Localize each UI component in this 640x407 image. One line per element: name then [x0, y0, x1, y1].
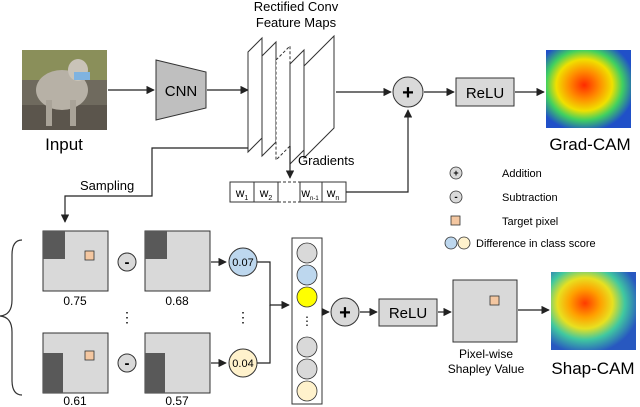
shap-cam-label: Shap-CAM — [551, 359, 634, 378]
legend-target-pixel-label: Target pixel — [502, 216, 558, 228]
sampling-label: Sampling — [80, 178, 134, 193]
relu-block-top — [455, 77, 515, 107]
score-column: ⋮ — [291, 237, 323, 405]
gradients-label: Gradients — [298, 153, 355, 168]
column-circle — [296, 358, 318, 380]
ellipsis-left: ⋮ — [120, 309, 134, 325]
legend-addition-symbol: + — [453, 168, 458, 178]
weight-2: w2 — [259, 186, 273, 202]
cnn-block — [155, 59, 207, 121]
row2-score: 0.04 — [232, 358, 253, 370]
relu-block-bottom — [378, 298, 438, 327]
sample-row2-with-pixel — [42, 332, 109, 394]
legend-subtraction-label: Subtraction — [502, 192, 558, 204]
weight-1: w1 — [235, 186, 249, 202]
legend-target-pixel-icon — [450, 215, 461, 226]
sample-row2-without-pixel — [144, 332, 211, 394]
arrow-score2-column — [257, 305, 271, 364]
subtraction-node-row1 — [117, 252, 137, 272]
ellipsis-right: ⋮ — [236, 309, 250, 325]
input-image — [22, 50, 107, 130]
feature-maps-stack — [247, 34, 335, 166]
pixel-wise-label-line1: Pixel-wise — [459, 347, 513, 361]
weight-n-1: wn-1 — [300, 186, 319, 202]
left-brace — [0, 239, 23, 396]
addition-symbol-bottom: + — [339, 302, 351, 324]
subtraction-symbol-row2: - — [125, 355, 130, 372]
legend-addition-icon — [449, 166, 463, 180]
row1-score: 0.07 — [232, 257, 253, 269]
shap-cam-heatmap — [551, 272, 636, 350]
relu-label-bottom: ReLU — [389, 305, 427, 322]
subtraction-symbol-row1: - — [125, 254, 130, 271]
pixel-wise-shapley-box — [452, 279, 518, 343]
cnn-label: CNN — [165, 83, 198, 100]
column-circle — [296, 380, 318, 402]
weight-vector: w1 w2 wn-1 wn — [229, 181, 347, 203]
input-label: Input — [45, 135, 83, 154]
addition-symbol-top: + — [402, 82, 414, 104]
legend-yellow-score-icon — [457, 236, 471, 250]
weight-n: wn — [326, 186, 340, 202]
row1-right-value: 0.68 — [165, 294, 189, 308]
arrow-weights-plus — [346, 109, 413, 193]
row2-left-value: 0.61 — [63, 394, 87, 407]
legend-addition-label: Addition — [502, 168, 542, 180]
column-circle — [296, 286, 318, 308]
relu-label-top: ReLU — [466, 85, 504, 102]
pixel-wise-label-line2: Shapley Value — [448, 362, 525, 376]
sample-row1-without-pixel — [144, 230, 211, 292]
feature-maps-title-line1: Rectified Conv — [254, 0, 339, 14]
sample-row1-with-pixel — [42, 230, 109, 292]
legend-subtraction-icon — [449, 190, 463, 204]
column-circle — [296, 242, 318, 264]
grad-cam-label: Grad-CAM — [549, 135, 630, 154]
legend: + Addition - Subtraction Target pixel Di… — [444, 166, 596, 250]
arrow-score1-column — [257, 261, 290, 310]
column-ellipsis: ⋮ — [301, 314, 313, 328]
subtraction-node-row2 — [117, 353, 137, 373]
legend-subtraction-symbol: - — [454, 192, 457, 203]
legend-difference-label: Difference in class score — [476, 238, 596, 250]
column-circle — [296, 336, 318, 358]
grad-cam-heatmap — [546, 50, 631, 128]
row2-right-value: 0.57 — [165, 394, 189, 407]
feature-maps-title-line2: Feature Maps — [256, 15, 337, 30]
row1-left-value: 0.75 — [63, 294, 87, 308]
addition-node-bottom — [330, 297, 360, 327]
column-circle — [296, 264, 318, 286]
legend-blue-score-icon — [444, 236, 458, 250]
sampling-path — [60, 147, 248, 223]
addition-node-top — [392, 76, 424, 108]
